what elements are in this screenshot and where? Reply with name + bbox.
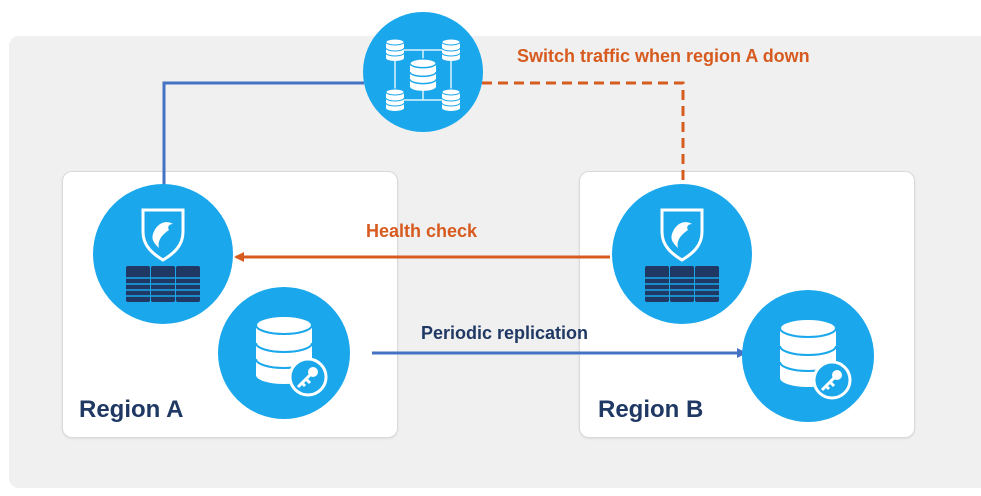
distributed-database-icon — [363, 12, 483, 132]
switch-traffic-label: Switch traffic when region A down — [517, 46, 810, 66]
health-check-label: Health check — [366, 221, 478, 241]
region-b-label: Region B — [598, 396, 704, 423]
primary-traffic-line — [162, 81, 364, 190]
database-key-icon-region-a — [218, 287, 350, 419]
shield-server-icon-region-a — [93, 184, 233, 324]
failover-traffic-line — [482, 81, 685, 190]
periodic-replication-label: Periodic replication — [421, 323, 589, 343]
database-key-icon-region-b — [742, 290, 874, 422]
shield-server-icon-region-b — [612, 184, 752, 324]
region-a-label: Region A — [79, 396, 184, 423]
